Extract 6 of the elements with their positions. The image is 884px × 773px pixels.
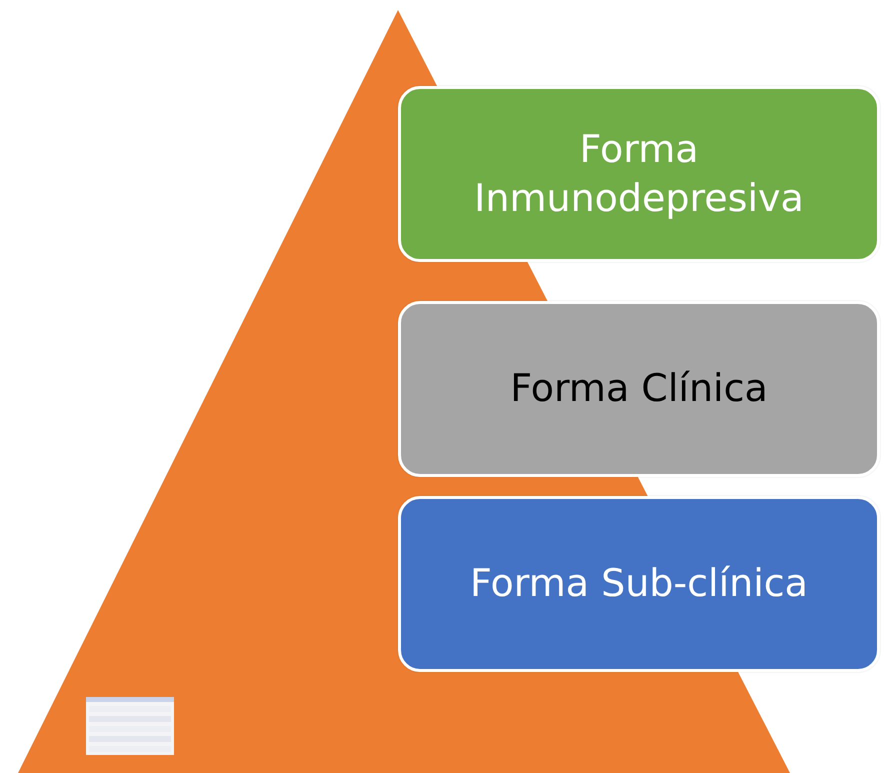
level-label: Forma Sub-clínica — [469, 560, 809, 608]
level-box — [398, 301, 880, 477]
level-box — [398, 86, 880, 262]
level-label: Forma Inmunodepresiva — [473, 126, 805, 222]
level-box — [398, 496, 880, 672]
level-label: Forma Clínica — [509, 365, 769, 412]
